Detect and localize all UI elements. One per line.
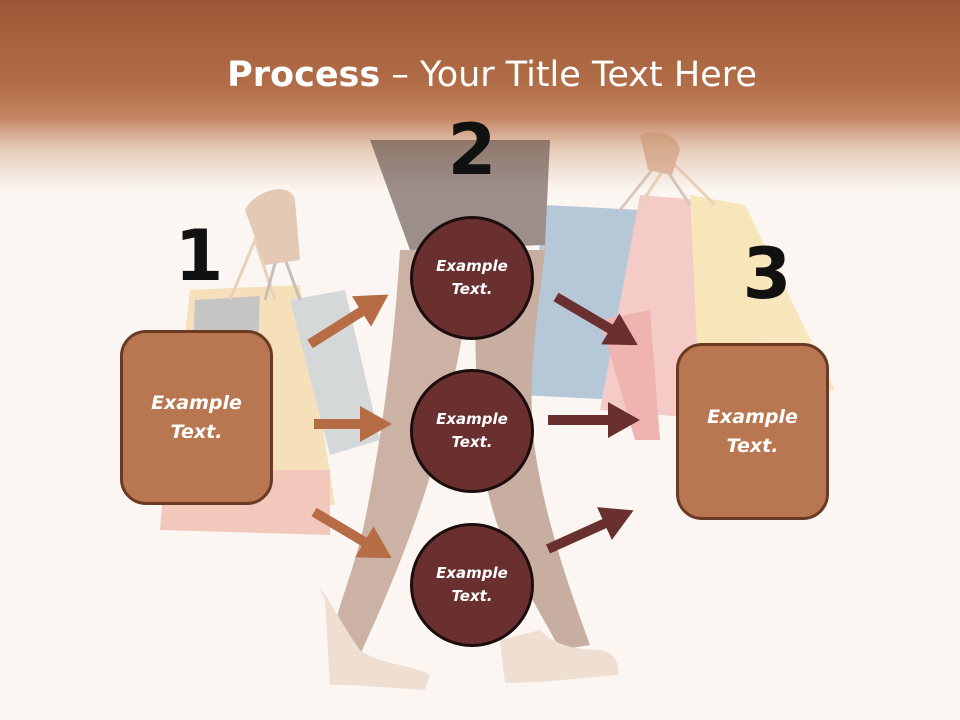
circle-1-text-line2: Text. (451, 280, 493, 298)
step-number-1: 1 (174, 215, 224, 297)
step-2-circle-middle: Example Text. (410, 369, 534, 493)
step-1-text-line1: Example (151, 391, 242, 414)
page-title: Process – Your Title Text Here (0, 52, 960, 98)
title-bold: Process (227, 55, 381, 95)
circle-2-text-line2: Text. (451, 433, 493, 451)
circle-1-text-line1: Example (436, 257, 508, 275)
step-3-text-line2: Text. (726, 434, 779, 457)
step-1-box: Example Text. (120, 330, 273, 505)
arrow-box1-to-circle3 (311, 507, 392, 559)
arrow-circle3-to-box3 (545, 507, 634, 554)
title-rest: – Your Title Text Here (380, 55, 757, 95)
step-2-circle-bottom: Example Text. (410, 523, 534, 647)
step-3-box: Example Text. (676, 343, 829, 520)
step-number-2: 2 (447, 109, 497, 191)
circle-3-text-line1: Example (436, 564, 508, 582)
step-3-text-line1: Example (707, 405, 798, 428)
circle-2-text-line1: Example (436, 410, 508, 428)
arrow-circle1-to-box3 (553, 292, 638, 346)
step-2-circle-top: Example Text. (410, 216, 534, 340)
arrow-box1-to-circle1 (307, 294, 389, 349)
step-number-3: 3 (742, 233, 792, 315)
circle-3-text-line2: Text. (451, 587, 493, 605)
step-1-text-line2: Text. (170, 420, 223, 443)
